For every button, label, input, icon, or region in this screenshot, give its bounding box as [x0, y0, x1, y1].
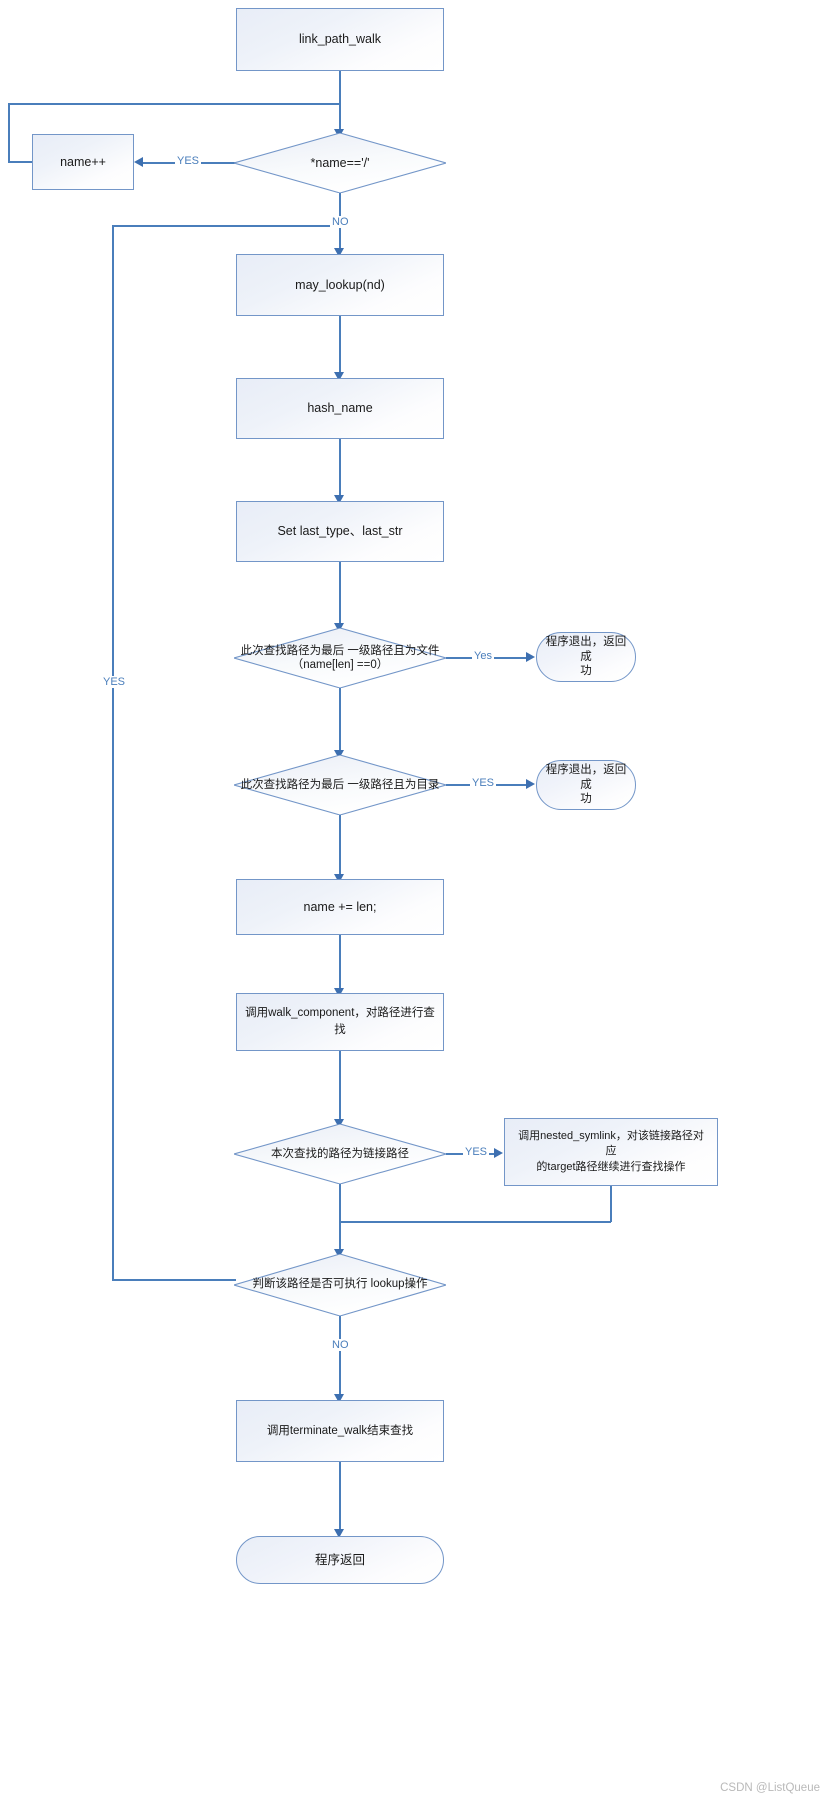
- node-label: link_path_walk: [299, 32, 381, 47]
- edge-setlast-to-lastfile: [339, 562, 341, 628]
- edge-maylookup-to-hashname: [339, 316, 341, 377]
- arrowhead-right: [526, 652, 535, 662]
- node-program-return[interactable]: 程序返回: [236, 1536, 444, 1584]
- edge-walkcomp-to-islink: [339, 1051, 341, 1124]
- edge-lookup-yes-bottom: [112, 1279, 236, 1281]
- node-exit-success-dir[interactable]: 程序退出，返回成 功: [536, 760, 636, 810]
- arrowhead-left: [134, 157, 143, 167]
- node-is-slash[interactable]: *name=='/': [234, 133, 446, 193]
- arrowhead-down: [334, 1119, 344, 1128]
- node-label: name += len;: [303, 899, 377, 914]
- diamond-shape: [234, 628, 446, 688]
- edge-nameaddlen-to-walkcomp: [339, 935, 341, 993]
- edge-label-islink-yes: YES: [463, 1146, 490, 1158]
- arrowhead-down: [334, 248, 344, 257]
- node-label: 调用terminate_walk结束查找: [266, 1424, 414, 1437]
- edge-canlookup-no: [339, 1316, 341, 1399]
- edge-label-lastfile-yes: Yes: [472, 650, 494, 662]
- node-label: 本次查找的路径为链接路径: [271, 1147, 409, 1160]
- arrowhead-right: [494, 1148, 503, 1158]
- node-nested-symlink[interactable]: 调用nested_symlink，对该链接路径对应 的target路径继续进行查…: [504, 1118, 718, 1186]
- node-hash-name[interactable]: hash_name: [236, 378, 444, 439]
- node-link-path-walk[interactable]: link_path_walk: [236, 8, 444, 71]
- edge-label-lastdir-yes: YES: [470, 777, 497, 789]
- node-walk-component[interactable]: 调用walk_component，对路径进行查找: [236, 993, 444, 1051]
- edge-symlink-return-v: [610, 1186, 612, 1222]
- edge-lastdir-no: [339, 815, 341, 879]
- node-label: 此次查找路径为最后 一级路径且为目录: [240, 778, 440, 791]
- edge-loopback-top: [8, 103, 340, 105]
- edge-lookup-yes-top: [112, 225, 340, 227]
- node-label: 判断该路径是否可执行 lookup操作: [252, 1278, 428, 1291]
- edge-lookup-yes-rail: [112, 225, 114, 1280]
- node-label: 此次查找路径为最后 一级路径且为文件 （name[len] ==0）: [240, 644, 440, 671]
- node-exit-success-file[interactable]: 程序退出，返回成 功: [536, 632, 636, 682]
- edge-loopback-bottom: [8, 161, 32, 163]
- edge-islink-no: [339, 1184, 341, 1254]
- edge-lastfile-no: [339, 688, 341, 755]
- arrowhead-down: [334, 623, 344, 632]
- node-is-last-dir[interactable]: 此次查找路径为最后 一级路径且为目录: [234, 755, 446, 815]
- node-label: 调用nested_symlink，对该链接路径对应 的target路径继续进行查…: [518, 1129, 704, 1173]
- node-may-lookup[interactable]: may_lookup(nd): [236, 254, 444, 316]
- arrowhead-down: [334, 988, 344, 997]
- arrowhead-down: [334, 1529, 344, 1538]
- diamond-shape: [234, 133, 446, 193]
- node-label: 程序退出，返回成 功: [545, 635, 627, 678]
- arrowhead-down: [334, 1394, 344, 1403]
- edge-loopback-left: [8, 103, 10, 162]
- edge-symlink-return-h: [339, 1221, 611, 1223]
- edge-label-isslash-no: NO: [330, 216, 351, 228]
- node-set-last-type[interactable]: Set last_type、last_str: [236, 501, 444, 562]
- arrowhead-down: [334, 1249, 344, 1258]
- node-name-add-len[interactable]: name += len;: [236, 879, 444, 935]
- diamond-shape: [234, 1124, 446, 1184]
- node-label: Set last_type、last_str: [277, 524, 403, 539]
- edge-label-lookup-yes: YES: [101, 676, 128, 688]
- arrowhead-right: [526, 779, 535, 789]
- node-label: 调用walk_component，对路径进行查找: [245, 1007, 435, 1036]
- node-terminate-walk[interactable]: 调用terminate_walk结束查找: [236, 1400, 444, 1462]
- node-label: name++: [60, 154, 106, 169]
- node-is-symlink[interactable]: 本次查找的路径为链接路径: [234, 1124, 446, 1184]
- node-is-last-file[interactable]: 此次查找路径为最后 一级路径且为文件 （name[len] ==0）: [234, 628, 446, 688]
- node-can-lookup[interactable]: 判断该路径是否可执行 lookup操作: [234, 1254, 446, 1316]
- node-label: may_lookup(nd): [295, 277, 385, 292]
- arrowhead-down: [334, 495, 344, 504]
- diamond-shape: [234, 755, 446, 815]
- node-label: *name=='/': [310, 155, 370, 170]
- node-label: 程序退出，返回成 功: [545, 763, 627, 806]
- node-name-increment[interactable]: name++: [32, 134, 134, 190]
- edge-terminate-to-return: [339, 1462, 341, 1534]
- arrowhead-down: [334, 372, 344, 381]
- edge-hashname-to-setlast: [339, 439, 341, 500]
- edge-label-isslash-yes: YES: [175, 155, 202, 167]
- node-label: hash_name: [307, 401, 373, 416]
- edge-label-canlookup-no: NO: [330, 1339, 351, 1351]
- arrowhead-down: [334, 874, 344, 883]
- diamond-shape: [234, 1254, 446, 1316]
- node-label: 程序返回: [314, 1552, 365, 1567]
- edge-start-to-isslash: [339, 71, 341, 133]
- arrowhead-down: [334, 750, 344, 759]
- watermark: CSDN @ListQueue: [720, 1782, 820, 1794]
